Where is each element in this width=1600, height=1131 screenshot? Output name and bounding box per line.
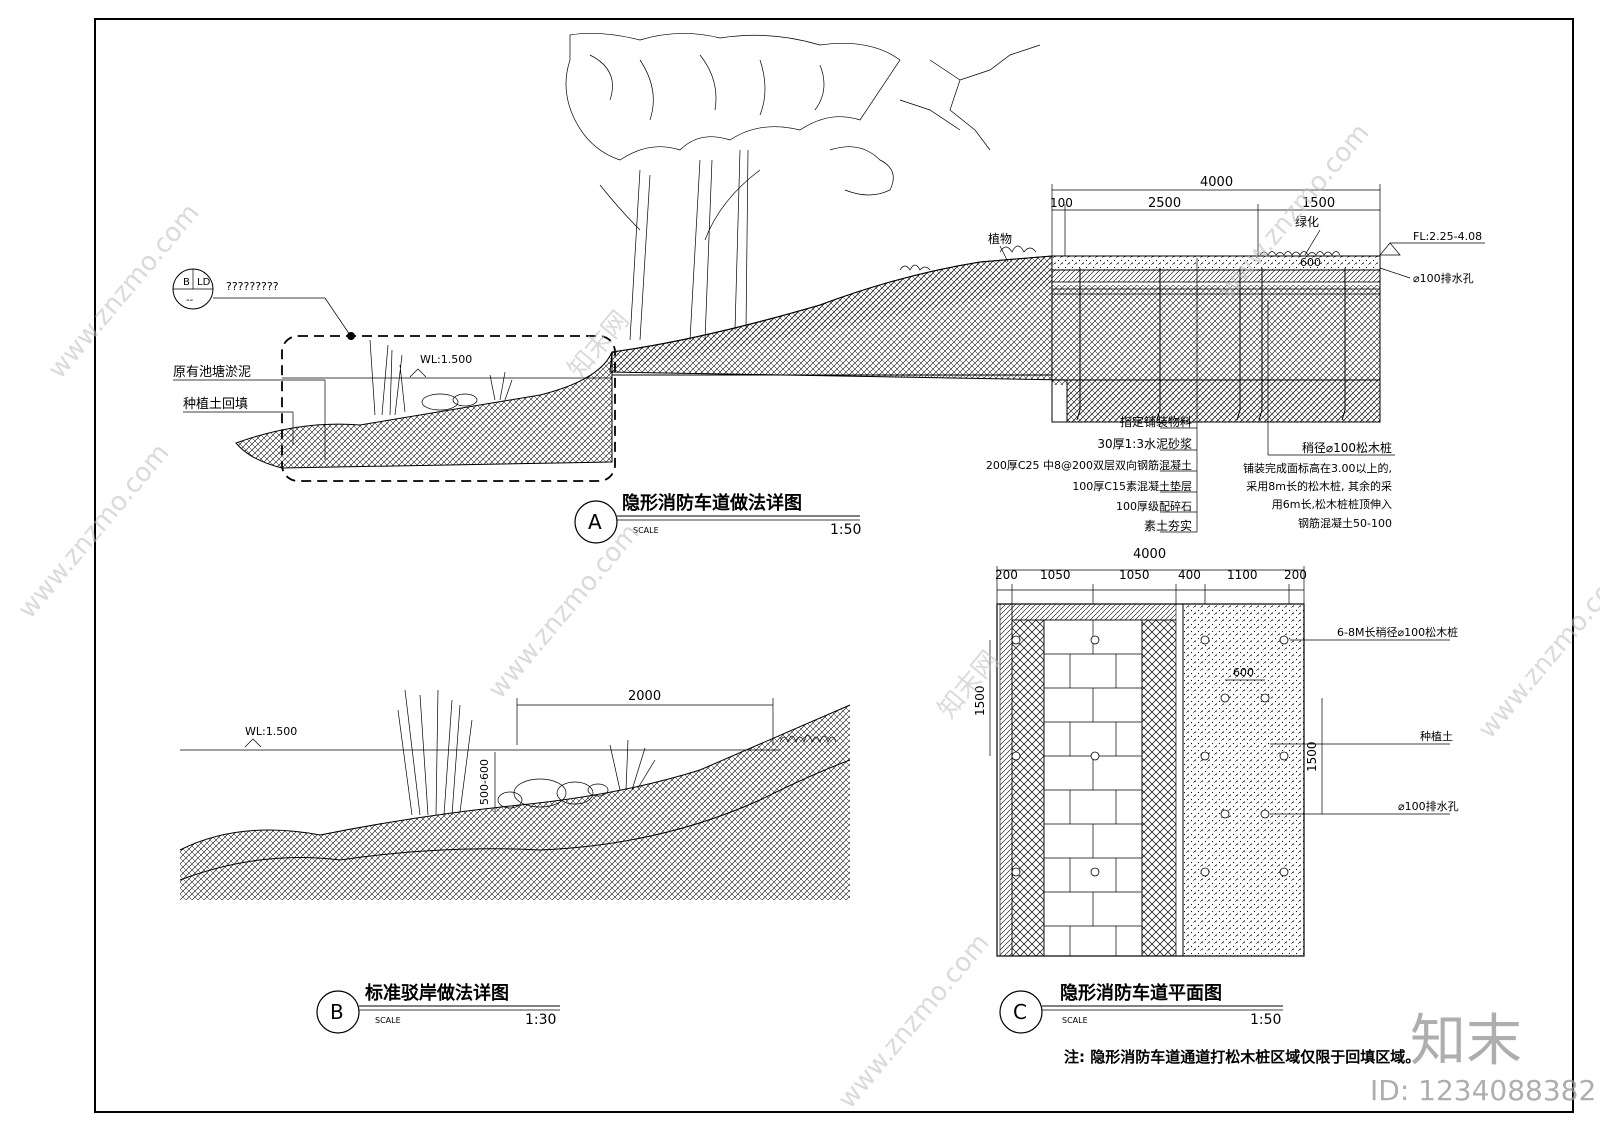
svg-text:4000: 4000 [1133, 547, 1166, 562]
pile-note: 稍径⌀100松木桩 铺装完成面标高在3.00以上的, 采用8m长的松木桩, 其余… [1243, 300, 1395, 530]
section-b: WL:1.500 2000 500-600 B 标准驳岸做法详图 SCALE 1… [179, 689, 851, 1034]
dimensions-top-a: 4000 100 2500 1500 [1050, 175, 1381, 256]
dim-bank-width: 2000 [628, 689, 661, 704]
pavement-slab [1051, 255, 1381, 271]
svg-text:4000: 4000 [1200, 175, 1233, 190]
svg-text:1:50: 1:50 [1250, 1012, 1281, 1028]
svg-text:1:50: 1:50 [830, 522, 861, 538]
dim-bank-depth: 500-600 [478, 759, 491, 805]
page-title-c: 隐形消防车道平面图 [1060, 982, 1222, 1004]
label-plants: 植物 [988, 231, 1012, 246]
drawing-frame [94, 18, 1574, 1113]
svg-text:知末网: 知末网 [932, 645, 1005, 724]
svg-text:A: A [588, 510, 602, 534]
label-pond-silt: 原有池塘淤泥 [173, 364, 251, 380]
timber-piles [1076, 268, 1346, 421]
svg-text:100: 100 [1050, 196, 1073, 210]
svg-text:1:30: 1:30 [525, 1012, 556, 1028]
svg-text:200: 200 [995, 568, 1018, 582]
label-soil-backfill: 种植土回填 [183, 397, 248, 412]
section-a: B LD -- ????????? 原有池塘淤泥 种植土回填 WL:1.500 … [172, 32, 1485, 544]
svg-text:稍径⌀100松木桩: 稍径⌀100松木桩 [1302, 440, 1392, 455]
label-soil-c: 种植土 [1420, 729, 1453, 743]
drawing-note: 注: 隐形消防车道通道打松木桩区域仅限于回填区域。 [1064, 1048, 1420, 1066]
svg-text:SCALE: SCALE [633, 526, 659, 535]
svg-text:1500: 1500 [973, 685, 987, 716]
svg-text:B: B [183, 277, 190, 288]
label-piles-c: 6-8M长稍径⌀100松木桩 [1337, 625, 1458, 639]
page-title-a: 隐形消防车道做法详图 [622, 492, 802, 514]
label-water-level-b: WL:1.500 [245, 725, 297, 738]
label-drain-hole-a: ⌀100排水孔 [1413, 271, 1474, 285]
dimensions-top-c: 4000 200 1050 1050 400 1100 200 [995, 547, 1307, 604]
label-drain-c: ⌀100排水孔 [1398, 799, 1459, 813]
section-c: 4000 200 1050 1050 400 1100 200 1500 150… [973, 547, 1459, 1066]
paving-bricks [1043, 619, 1143, 957]
svg-text:铺装完成面标高在3.00以上的,: 铺装完成面标高在3.00以上的, [1243, 461, 1392, 475]
label-water-level-a: WL:1.500 [420, 353, 472, 366]
section-a-title: A 隐形消防车道做法详图 SCALE 1:50 [574, 492, 861, 544]
svg-text:1050: 1050 [1040, 568, 1071, 582]
svg-text:指定铺装物料: 指定铺装物料 [1120, 414, 1192, 429]
svg-text:100厚级配碎石: 100厚级配碎石 [1116, 499, 1192, 513]
svg-text:200: 200 [1284, 568, 1307, 582]
svg-text:1050: 1050 [1119, 568, 1150, 582]
tree-illustration [565, 32, 1041, 341]
svg-text:SCALE: SCALE [1062, 1016, 1088, 1025]
svg-text:600: 600 [1233, 666, 1254, 679]
svg-text:采用8m长的松木桩, 其余的采: 采用8m长的松木桩, 其余的采 [1246, 479, 1392, 493]
label-green: 绿化 [1295, 214, 1319, 229]
svg-text:400: 400 [1178, 568, 1201, 582]
svg-text:1500: 1500 [1302, 196, 1335, 211]
svg-text:www.znzmo.com: www.znzmo.com [1472, 558, 1600, 744]
layer-callouts: 指定铺装物料 30厚1:3水泥砂浆 200厚C25 中8@200双层双向钢筋混凝… [986, 258, 1198, 533]
svg-text:www.znzmo.com: www.znzmo.com [12, 438, 175, 624]
svg-text:钢筋混凝土50-100: 钢筋混凝土50-100 [1298, 516, 1392, 530]
pond-bank-a [235, 351, 613, 469]
image-id: ID: 1234088382 [1370, 1074, 1596, 1107]
svg-text:B: B [330, 1000, 344, 1024]
section-b-title: B 标准驳岸做法详图 SCALE 1:30 [316, 982, 560, 1034]
pond-bank-b [180, 705, 850, 900]
detail-reference-box [281, 335, 616, 482]
page-title-b: 标准驳岸做法详图 [364, 982, 509, 1004]
section-c-title: C 隐形消防车道平面图 SCALE 1:50 [999, 982, 1283, 1034]
svg-text:1100: 1100 [1227, 568, 1258, 582]
svg-text:用6m长,松木桩桩顶伸入: 用6m长,松木桩桩顶伸入 [1272, 497, 1392, 511]
svg-text:LD: LD [197, 277, 211, 288]
svg-text:200厚C25 中8@200双层双向钢筋混凝土: 200厚C25 中8@200双层双向钢筋混凝土 [986, 458, 1192, 472]
svg-text:www.znzmo.com: www.znzmo.com [42, 198, 205, 384]
svg-text:SCALE: SCALE [375, 1016, 401, 1025]
svg-text:--: -- [186, 295, 194, 306]
brand-logo: 知末 [1410, 1009, 1522, 1074]
svg-text:30厚1:3水泥砂浆: 30厚1:3水泥砂浆 [1097, 436, 1192, 451]
svg-text:2500: 2500 [1148, 196, 1181, 211]
svg-text:?????????: ????????? [226, 280, 279, 293]
svg-text:www.znzmo.com: www.znzmo.com [832, 928, 995, 1114]
svg-text:www.znzmo.com: www.znzmo.com [482, 518, 645, 704]
svg-text:1500: 1500 [1305, 741, 1319, 772]
svg-text:100厚C15素混凝土垫层: 100厚C15素混凝土垫层 [1072, 479, 1192, 493]
svg-text:600: 600 [1300, 256, 1321, 269]
detail-reference-bubble: B LD -- ????????? [172, 268, 355, 340]
label-floor-level: FL:2.25-4.08 [1413, 230, 1482, 243]
svg-text:素土夯实: 素土夯实 [1144, 518, 1192, 533]
pile-markers [1011, 635, 1289, 877]
svg-text:C: C [1013, 1000, 1027, 1024]
